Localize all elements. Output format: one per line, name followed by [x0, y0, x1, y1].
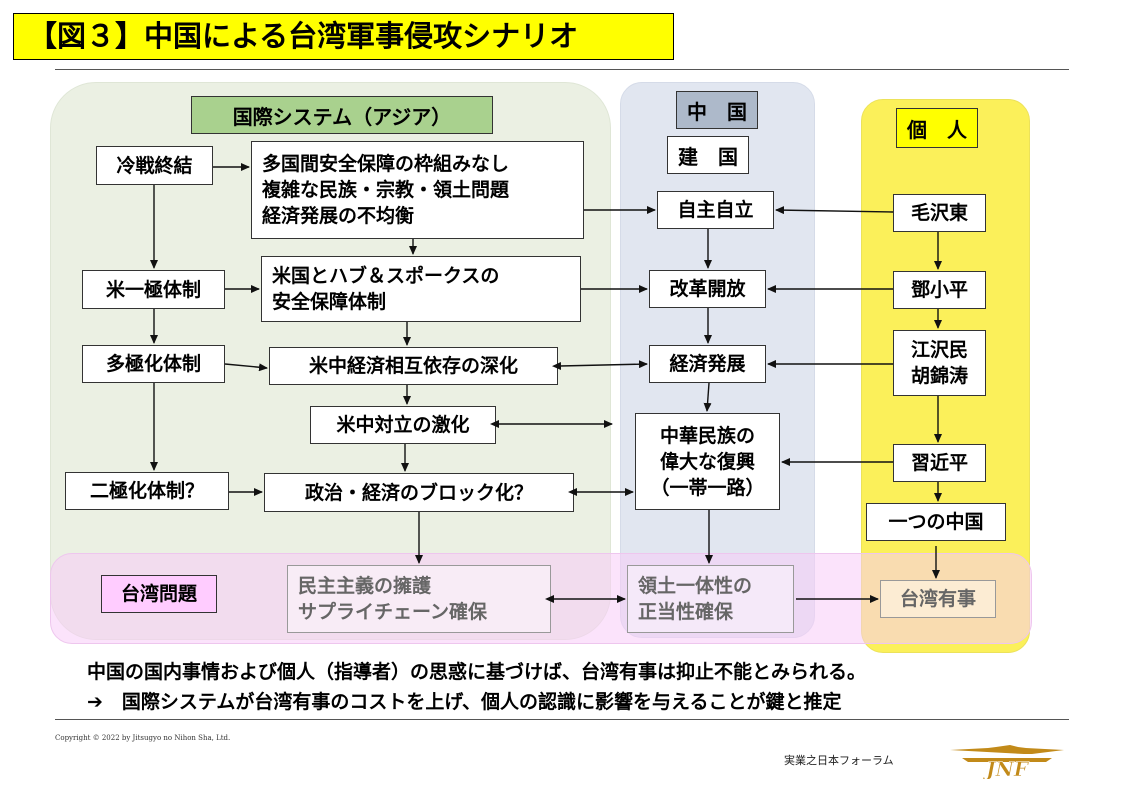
cold-war-end-box: 冷戦終結	[96, 146, 213, 185]
bipolar-system-box: 二極化体制？	[65, 472, 229, 510]
page-title: 【図３】中国による台湾軍事侵攻シナリオ	[13, 13, 674, 60]
copyright-text: Copyright © 2022 by Jitsugyo no Nihon Sh…	[55, 734, 231, 742]
one-china-box: 一つの中国	[866, 503, 1006, 541]
asia-problems-line-2: 複雑な民族・宗教・領土問題	[262, 179, 510, 201]
bottom-divider	[55, 719, 1069, 720]
us-china-interdependence-box: 米中経済相互依存の深化	[269, 347, 558, 385]
arrow-mao-to-selfreliance	[775, 206, 894, 215]
reform-opening-box: 改革開放	[649, 270, 766, 308]
democracy-line-1: 民主主義の擁護	[298, 575, 432, 597]
arrow-interdependence-growth	[552, 360, 648, 370]
economic-development-box: 経済発展	[649, 345, 766, 383]
jiang-hu-box: 江沢民 胡錦涛	[893, 330, 986, 396]
territory-line-1: 領土一体性の	[638, 575, 753, 597]
great-rejuvenation-box: 中華民族の 偉大な復興 （一帯一路）	[635, 413, 780, 510]
summary-line-2: ➔ 国際システムが台湾有事のコストを上げ、個人の認識に影響を与えることが鍵と推定	[87, 691, 842, 713]
rejuvenation-line-3: （一帯一路）	[650, 476, 765, 499]
democracy-supply-chain-box: 民主主義の擁護 サプライチェーン確保	[287, 565, 551, 633]
arrow-multipolar-to-interdependence	[224, 363, 268, 372]
logo-text: JNF	[982, 757, 1030, 779]
deng-xiaoping-box: 鄧小平	[893, 271, 986, 309]
hub-spokes-line-2: 安全保障体制	[272, 291, 387, 313]
founding-header: 建 国	[667, 136, 749, 174]
rejuvenation-line-1: 中華民族の	[659, 424, 755, 447]
xi-jinping-box: 習近平	[893, 444, 986, 482]
hub-spokes-line-1: 米国とハブ＆スポークスの	[272, 265, 500, 287]
democracy-line-2: サプライチェーン確保	[298, 601, 488, 623]
mao-zedong-box: 毛沢東	[893, 194, 986, 232]
summary-line-1: 中国の国内事情および個人（指導者）の思惑に基づけば、台湾有事は抑止不能とみられる…	[87, 661, 867, 683]
taiwan-contingency-box: 台湾有事	[880, 580, 996, 618]
individual-header: 個 人	[896, 108, 978, 148]
multipolar-system-box: 多極化体制	[82, 345, 225, 383]
arrow-growth-to-rejuvenation	[703, 382, 712, 412]
unipolar-system-box: 米一極体制	[82, 270, 225, 309]
international-system-header: 国際システム（アジア）	[191, 96, 493, 134]
hub-spokes-security-box: 米国とハブ＆スポークスの 安全保障体制	[261, 256, 581, 322]
asia-problems-box: 多国間安全保障の枠組みなし 複雑な民族・宗教・領土問題 経済発展の不均衡	[251, 141, 584, 239]
top-divider	[55, 69, 1069, 70]
asia-problems-line-1: 多国間安全保障の枠組みなし	[262, 153, 510, 175]
self-reliance-box: 自主自立	[657, 191, 774, 229]
taiwan-issue-label: 台湾問題	[101, 575, 217, 613]
forum-name: 実業之日本フォーラム	[784, 754, 894, 767]
political-economic-blocs-box: 政治・経済のブロック化？	[264, 473, 574, 512]
hu-jintao-label: 胡錦涛	[910, 365, 968, 387]
jiang-zemin-label: 江沢民	[910, 339, 968, 361]
jnf-logo-icon: JNF	[950, 745, 1064, 779]
rejuvenation-line-2: 偉大な復興	[659, 450, 755, 473]
territorial-integrity-box: 領土一体性の 正当性確保	[627, 565, 794, 633]
asia-problems-line-3: 経済発展の不均衡	[262, 205, 415, 227]
us-china-confrontation-box: 米中対立の激化	[310, 406, 496, 444]
china-header: 中 国	[676, 91, 758, 129]
territory-line-2: 正当性確保	[638, 601, 734, 623]
